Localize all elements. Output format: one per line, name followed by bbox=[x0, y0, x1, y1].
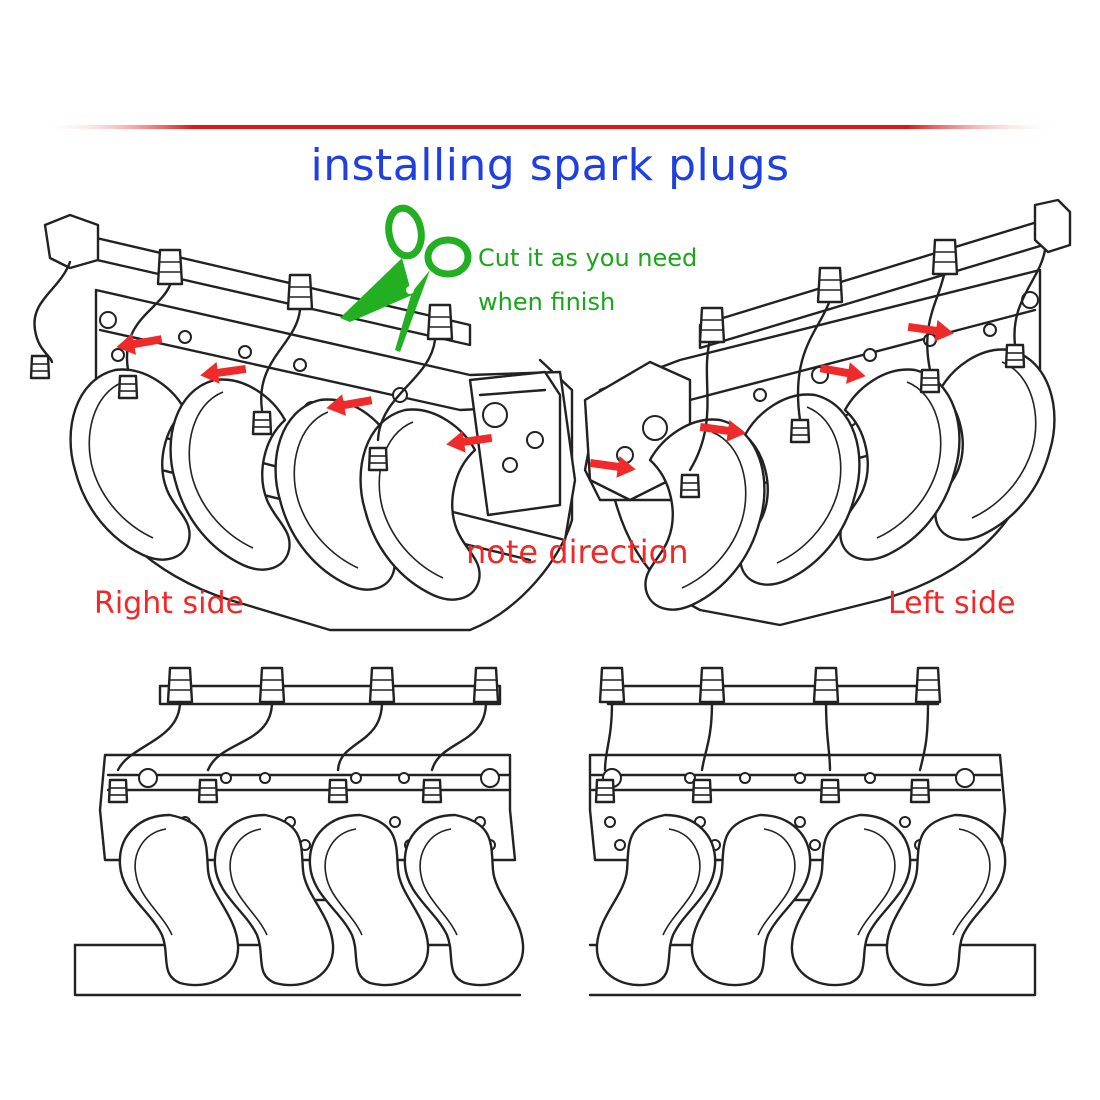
page-title: installing spark plugs bbox=[310, 140, 790, 191]
cut-note-line-2: when finish bbox=[478, 288, 616, 316]
right-side-engine-perspective bbox=[29, 213, 577, 632]
title-rule bbox=[40, 125, 1060, 129]
right-side-engine-front bbox=[73, 666, 525, 997]
cut-note-line-1: Cut it as you need bbox=[478, 244, 698, 272]
scissors-icon bbox=[340, 204, 472, 352]
right-side-label: Right side bbox=[94, 586, 244, 621]
direction-note: note direction bbox=[466, 533, 689, 571]
left-side-label: Left side bbox=[888, 586, 1016, 621]
left-side-engine-perspective bbox=[583, 198, 1072, 627]
left-side-engine-front bbox=[588, 666, 1037, 997]
